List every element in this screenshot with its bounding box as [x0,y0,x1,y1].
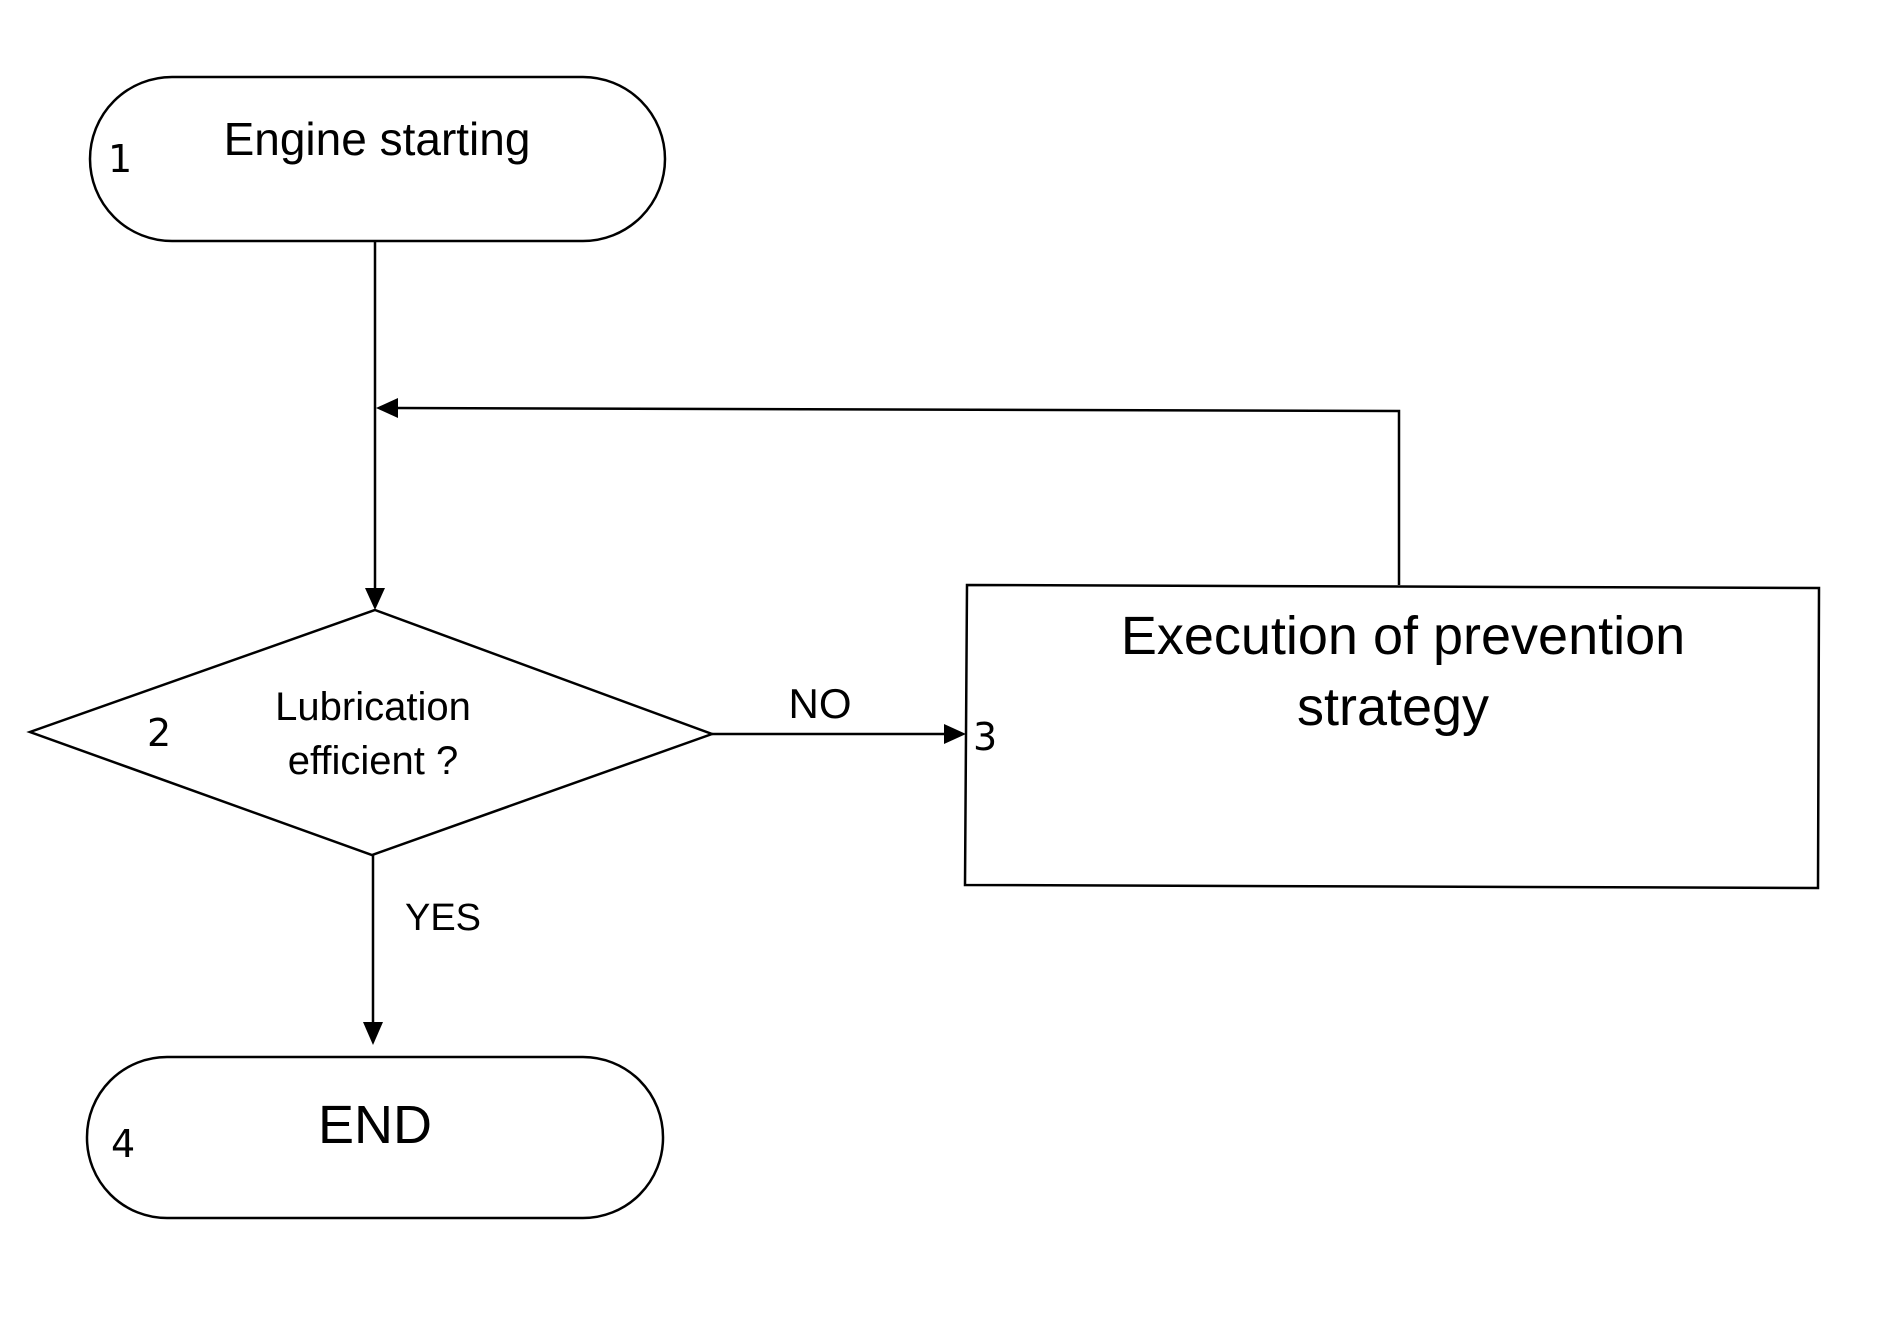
arrowhead-right-icon [944,724,966,744]
start-node-number: 1 [108,137,132,181]
process-node-number: 3 [973,715,997,759]
decision-node: 2 Lubrication efficient ? [30,610,712,855]
process-node-label-line1: Execution of prevention [1121,606,1685,666]
arrowhead-left-icon [376,398,398,418]
connector-line [395,408,1399,585]
connector-start-to-decision [365,241,385,610]
decision-node-number: 2 [147,711,171,755]
decision-node-label-line2: efficient ? [288,739,459,783]
yes-branch-label: YES [405,897,481,939]
connector-decision-to-process: NO [712,680,966,744]
end-node-label: END [318,1095,432,1155]
arrowhead-down-icon [365,588,385,610]
start-node-label: Engine starting [224,113,531,165]
connector-process-loop-back [376,398,1399,585]
connector-decision-to-end: YES [363,855,481,1045]
decision-diamond-shape [30,610,712,855]
end-node: 4 END [87,1057,663,1218]
process-node-label-line2: strategy [1297,677,1489,737]
process-node: 3 Execution of prevention strategy [965,585,1819,888]
no-branch-label: NO [789,680,852,727]
decision-node-label-line1: Lubrication [275,685,471,729]
arrowhead-down-icon [363,1022,383,1045]
start-node: 1 Engine starting [90,77,665,241]
end-node-number: 4 [111,1122,135,1166]
